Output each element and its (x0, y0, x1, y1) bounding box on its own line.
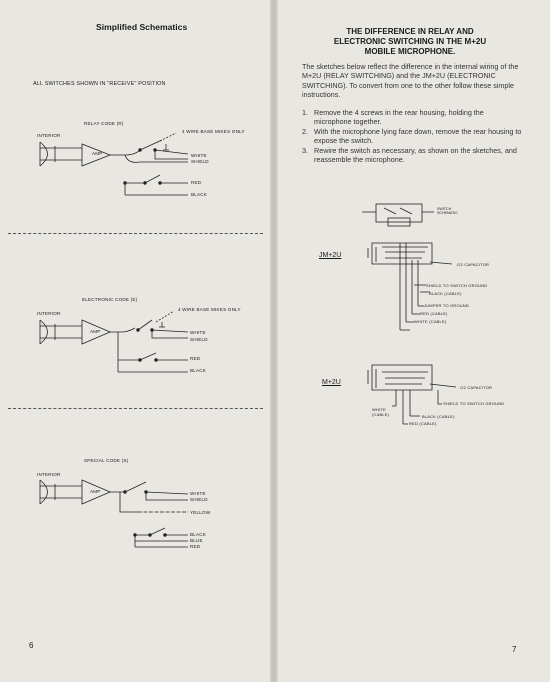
wire-red-label: RED (190, 544, 201, 549)
wire-red-label: RED (191, 180, 202, 185)
interior-label: INTERIOR (37, 133, 61, 138)
special-schematic (39, 479, 189, 548)
interior-label: INTERIOR (37, 311, 61, 316)
wire-black-label: BLACK (191, 192, 208, 197)
special-code-label: SPECIAL CODE (S) (84, 458, 129, 463)
label-line: SCHEMATIC (437, 211, 458, 216)
switch-schematic-label: SWITCH SCHEMATIC (437, 207, 458, 216)
wire-shield-label: SHIELD (191, 159, 209, 164)
section-divider (8, 408, 263, 409)
jm2u-red-callout: RED (CABLE) (420, 311, 448, 316)
m2u-capacitor-callout: .O2 CAPACITOR (459, 385, 493, 390)
intro-paragraph: The sketches below reflect the differenc… (302, 62, 519, 100)
interior-label: INTERIOR (37, 472, 61, 477)
title-line: MOBILE MICROPHONE. (364, 47, 456, 56)
step-number: 3. (302, 145, 308, 155)
m2u-label: M+2U (322, 379, 341, 386)
step-number: 2. (302, 126, 308, 136)
amp-label: AMP (92, 151, 103, 156)
jm2u-white-callout: WHITE (CABLE) (414, 319, 447, 324)
m2u-black-callout: BLACK (CABLE) (422, 414, 455, 419)
section-divider (8, 233, 263, 234)
m2u-shield-callout: SHIELD TO SWITCH GROUND (443, 401, 505, 406)
wire-black-label: BLACK (190, 368, 207, 373)
wire-black-label: BLACK (190, 532, 207, 537)
jm2u-capacitor-callout: .O2 CAPACITOR (456, 262, 490, 267)
wire-white-label: WHITE (190, 491, 206, 496)
jm2u-shield-callout: SHIELD TO SWITCH GROUND (426, 283, 488, 288)
step-text: Rewire the switch as necessary, as shown… (314, 145, 517, 165)
step-item: 1. Remove the 4 screws in the rear housin… (302, 108, 522, 127)
title-line: ELECTRONIC SWITCHING IN THE M+2U (333, 37, 487, 46)
right-page (274, 0, 550, 682)
step-item: 3. Rewire the switch as necessary, as sho… (302, 146, 522, 165)
m2u-red-callout: RED (CABLE) (409, 421, 437, 426)
amp-label: AMP (90, 329, 101, 334)
relay-schematic (39, 132, 189, 196)
electronic-code-label: ELECTRONIC CODE (E) (82, 297, 138, 302)
base-mikes-note: 4 WIRE BASE MIKES ONLY (178, 307, 241, 312)
m2u-wiring-sketch (367, 364, 457, 425)
wire-blue-label: BLUE (190, 538, 203, 543)
all-switches-note: ALL SWITCHES SHOWN IN "RECEIVE" POSITION (33, 81, 166, 87)
step-text: With the microphone lying face down, rem… (314, 126, 522, 146)
m2u-white-callout: WHITE (CABLE) (372, 407, 390, 417)
step-text: Remove the 4 screws in the rear housing,… (314, 108, 484, 127)
left-page-title: Simplified Schematics (96, 22, 188, 32)
right-page-title: THE DIFFERENCE IN RELAY AND ELECTRONIC S… (300, 27, 520, 57)
amp-label: AMP (90, 489, 101, 494)
wire-shield-label: SHIELD (190, 497, 208, 502)
wire-white-label: WHITE (190, 330, 206, 335)
label-line: SWITCH (437, 207, 452, 211)
left-page (0, 0, 274, 682)
wire-red-label: RED (190, 356, 201, 361)
electronic-schematic (39, 310, 189, 373)
base-mikes-note: 4 WIRE BASE MIKES ONLY (182, 129, 245, 134)
page-number-right: 7 (512, 645, 517, 654)
step-number: 1. (302, 108, 308, 117)
jm2u-black-callout: BLACK (CABLE) (429, 291, 462, 296)
wire-shield-label: SHIELD (190, 337, 208, 342)
amp-triangle-symbol (81, 143, 112, 167)
microphone-capsule-symbol (39, 141, 48, 167)
jm2u-label: JM+2U (319, 252, 342, 259)
page-number-left: 6 (29, 641, 34, 650)
switch-schematic-sketch (362, 203, 434, 227)
page-gutter (270, 0, 278, 682)
jm2u-jumper-callout: JUMPER TO GROUND (424, 303, 470, 308)
relay-code-label: RELAY CODE (R) (84, 121, 124, 126)
title-line: THE DIFFERENCE IN RELAY AND (346, 27, 474, 36)
step-item: 2. With the microphone lying face down, r… (302, 127, 522, 146)
wire-yellow-label: YELLOW (190, 510, 211, 515)
wire-white-label: WHITE (191, 153, 207, 158)
instruction-steps: 1. Remove the 4 screws in the rear housin… (302, 108, 522, 164)
switch-contact (139, 139, 163, 151)
jm2u-wiring-sketch (367, 242, 453, 331)
